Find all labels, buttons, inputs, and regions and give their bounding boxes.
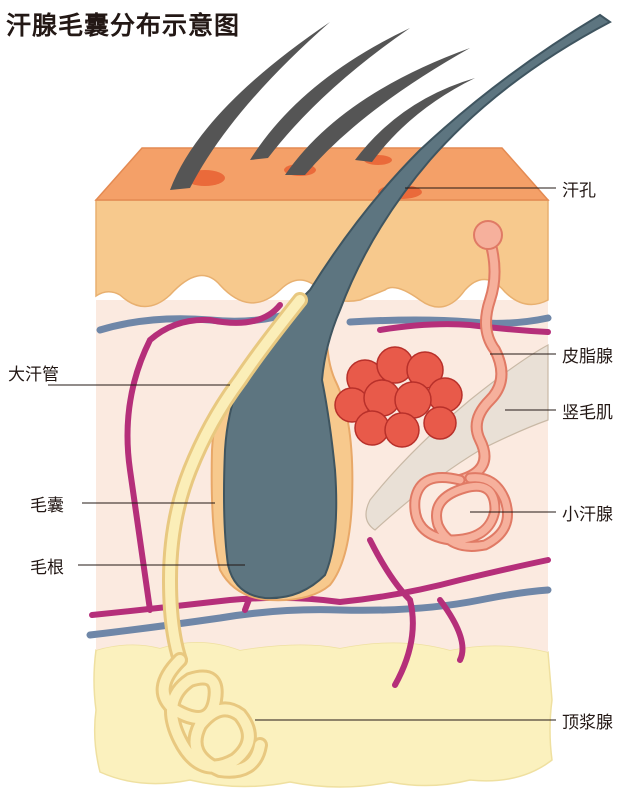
diagram-title: 汗腺毛囊分布示意图 [6,6,240,42]
label-sebaceous-gland: 皮脂腺 [562,342,613,367]
label-hair-root: 毛根 [30,553,64,578]
label-arrector-pili: 竖毛肌 [562,398,613,423]
label-apocrine-gland: 顶浆腺 [562,708,613,733]
label-eccrine-gland: 小汗腺 [562,500,613,525]
label-sweat-pore: 汗孔 [562,176,596,201]
subcutaneous-fat-layer [94,642,552,787]
eccrine-pore-bulb [474,221,502,249]
label-hair-follicle: 毛囊 [30,491,64,516]
label-apocrine-duct: 大汗管 [8,360,59,385]
